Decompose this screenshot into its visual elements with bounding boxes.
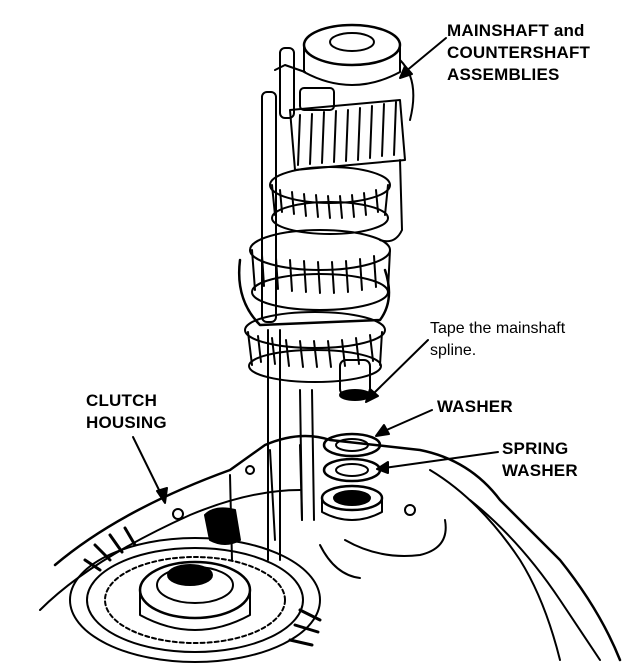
leader-lines bbox=[132, 37, 499, 504]
assemblies-label: MAINSHAFT and COUNTERSHAFT ASSEMBLIES bbox=[447, 20, 590, 86]
spring-washer-label-line-2: WASHER bbox=[502, 461, 578, 480]
clutch-housing-label: CLUTCH HOUSING bbox=[86, 390, 167, 434]
assemblies-label-line-3: ASSEMBLIES bbox=[447, 65, 560, 84]
clutch-housing-label-line-1: CLUTCH bbox=[86, 391, 158, 410]
shift-rod-drawing bbox=[261, 47, 315, 561]
washer-label-text: WASHER bbox=[437, 397, 513, 416]
spring-washer-label-line-1: SPRING bbox=[502, 439, 569, 458]
washer-stack-drawing bbox=[320, 432, 384, 521]
differential-gear-drawing bbox=[69, 526, 322, 663]
tape-spline-note-line-2: spline. bbox=[430, 342, 477, 359]
spring-washer-label: SPRING WASHER bbox=[502, 438, 578, 482]
assemblies-label-line-1: MAINSHAFT and bbox=[447, 21, 585, 40]
gear-stack-drawing bbox=[238, 23, 415, 401]
clutch-housing-label-line-2: HOUSING bbox=[86, 413, 167, 432]
tape-spline-note: Tape the mainshaft spline. bbox=[430, 318, 565, 362]
washer-label: WASHER bbox=[437, 396, 513, 418]
tape-spline-note-line-1: Tape the mainshaft bbox=[430, 320, 566, 337]
assemblies-label-line-2: COUNTERSHAFT bbox=[447, 43, 591, 62]
